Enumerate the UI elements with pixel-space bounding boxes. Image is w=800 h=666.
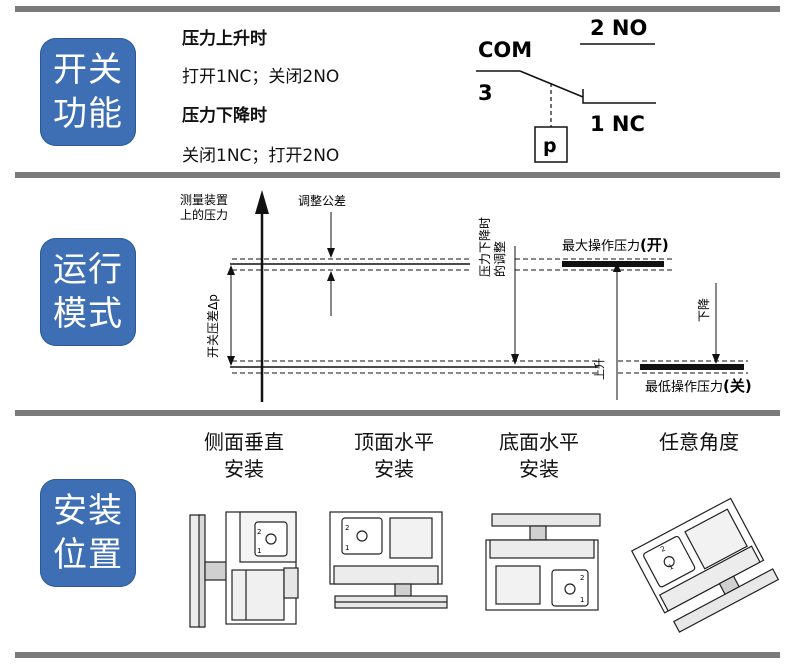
device-knob [265, 533, 277, 545]
switch-function-badge: 开关 功能 [40, 38, 136, 146]
no-label: 2 NO [590, 16, 647, 40]
nc-label: 1 NC [590, 112, 645, 136]
device-knob [356, 530, 368, 542]
mount-any-angle-title: 任意角度 [624, 429, 774, 456]
p-label: p [543, 135, 557, 157]
badge-line: 开关 [53, 50, 123, 90]
badge-line: 运行 [53, 250, 123, 290]
ceiling-plate [491, 513, 601, 527]
tolerance-label: 调整公差 [298, 193, 346, 208]
divider-1 [15, 172, 780, 178]
min-pressure-bar [640, 364, 744, 370]
device-knob [564, 583, 576, 595]
falling-adjust-label: 压力下降时 [478, 217, 492, 277]
y-axis-label: 上的压力 [180, 207, 228, 222]
mount-bottom-horizontal-title: 底面水平 安装 [464, 429, 614, 483]
up-label: 上升 [593, 358, 606, 380]
device-port-label: 2 [580, 574, 584, 582]
differential-arrow-head [227, 265, 235, 275]
badge-line: 模式 [53, 294, 123, 334]
pressure-box [534, 126, 568, 163]
pipe [529, 525, 547, 541]
device-port-label: 1 [345, 544, 349, 552]
device-port-label: 2 [345, 524, 349, 532]
device-port-label: 2 [257, 528, 261, 536]
device-block [495, 565, 541, 605]
pipe [394, 583, 412, 597]
badge-line: 功能 [53, 94, 123, 134]
mounting-position-badge: 安装 位置 [40, 479, 136, 587]
min-pressure-state: (关) [723, 377, 752, 395]
three-label: 3 [478, 81, 493, 105]
mount-top-horizontal-title: 顶面水平 安装 [319, 429, 469, 483]
bottom-horizontal-device [485, 513, 601, 611]
device-port-label: 2 [659, 545, 667, 554]
rising-arrow-head [613, 262, 621, 272]
device-port-label: 1 [580, 596, 584, 604]
max-pressure-state: (开) [640, 236, 669, 254]
device-knob [663, 556, 675, 568]
down-arrow-head [712, 354, 720, 364]
device-port-label: 1 [667, 563, 675, 572]
device-block [684, 508, 748, 570]
pipe [204, 561, 228, 581]
falling-adjust-label: 的调整 [492, 241, 507, 277]
rising-text: 打开1NC；关闭2NO [182, 67, 340, 87]
com-label: COM [478, 38, 532, 62]
top-divider [15, 6, 780, 12]
down-label: 下降 [697, 298, 711, 322]
divider-2 [15, 410, 780, 416]
y-axis-label: 测量装置 [180, 193, 228, 207]
mount-title-line: 安装 [374, 457, 414, 481]
device-side [283, 567, 299, 599]
side-vertical-device [189, 511, 299, 628]
differential-label: 开关压差Δp [206, 294, 220, 358]
max-pressure-text: 最大操作压力 [562, 238, 640, 254]
device-block [389, 517, 433, 559]
mount-title-line: 任意角度 [659, 430, 739, 454]
device-lower [231, 569, 285, 621]
any-angle-device [630, 497, 780, 633]
tolerance-arrow-head [327, 271, 335, 281]
device-top [489, 539, 595, 559]
min-pressure-text: 最低操作压力 [645, 379, 723, 395]
max-pressure-label: 最大操作压力(开) [562, 236, 669, 254]
min-pressure-label: 最低操作压力(关) [645, 377, 752, 395]
differential-arrow-head [227, 356, 235, 366]
bottom-divider [15, 652, 780, 658]
badge-line: 位置 [53, 535, 123, 575]
operation-mode-badge: 运行 模式 [40, 238, 136, 346]
mount-title-line: 安装 [224, 457, 264, 481]
falling-text: 关闭1NC；打开2NO [182, 146, 340, 166]
top-horizontal-device [329, 511, 448, 609]
max-pressure-bar [562, 261, 664, 267]
mount-title-line: 底面水平 [499, 430, 579, 454]
nc-contact [582, 89, 656, 104]
mount-title-line: 侧面垂直 [204, 430, 284, 454]
falling-adjust-arrow-head [511, 354, 519, 365]
falling-title: 压力下降时 [182, 106, 267, 126]
mount-title-line: 安装 [519, 457, 559, 481]
device-base [333, 565, 439, 585]
y-axis-arrow [255, 190, 269, 214]
mount-plate [672, 568, 780, 633]
device-base [658, 545, 761, 612]
device-port-label: 1 [257, 547, 261, 555]
rising-title: 压力上升时 [182, 29, 267, 49]
wall-plate-inner [198, 514, 206, 628]
mount-side-vertical-title: 侧面垂直 安装 [169, 429, 319, 483]
badge-line: 安装 [53, 491, 123, 531]
tolerance-arrow-head [327, 248, 335, 258]
mount-title-line: 顶面水平 [354, 430, 434, 454]
